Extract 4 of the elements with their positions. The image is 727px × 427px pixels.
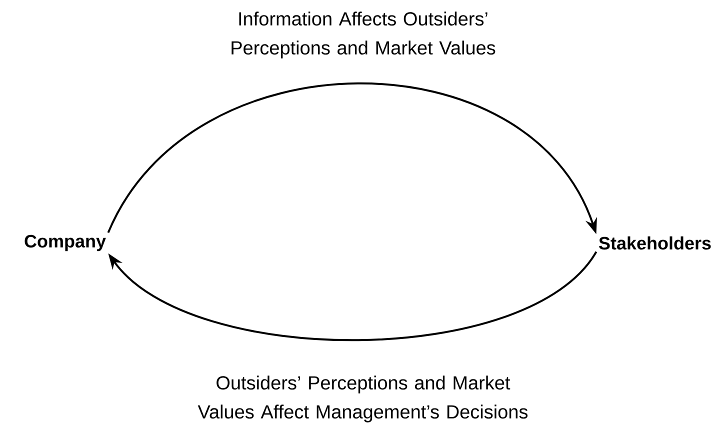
edge-label: Outsiders’ Perceptions and Market Values Affect Management’s Decisions: [198, 376, 528, 422]
edge-label: Information Affects Outsiders’ Perceptions and Market Values: [232, 12, 496, 58]
node-label: Stakeholders: [599, 236, 711, 250]
node-label: Company: [24, 234, 106, 252]
